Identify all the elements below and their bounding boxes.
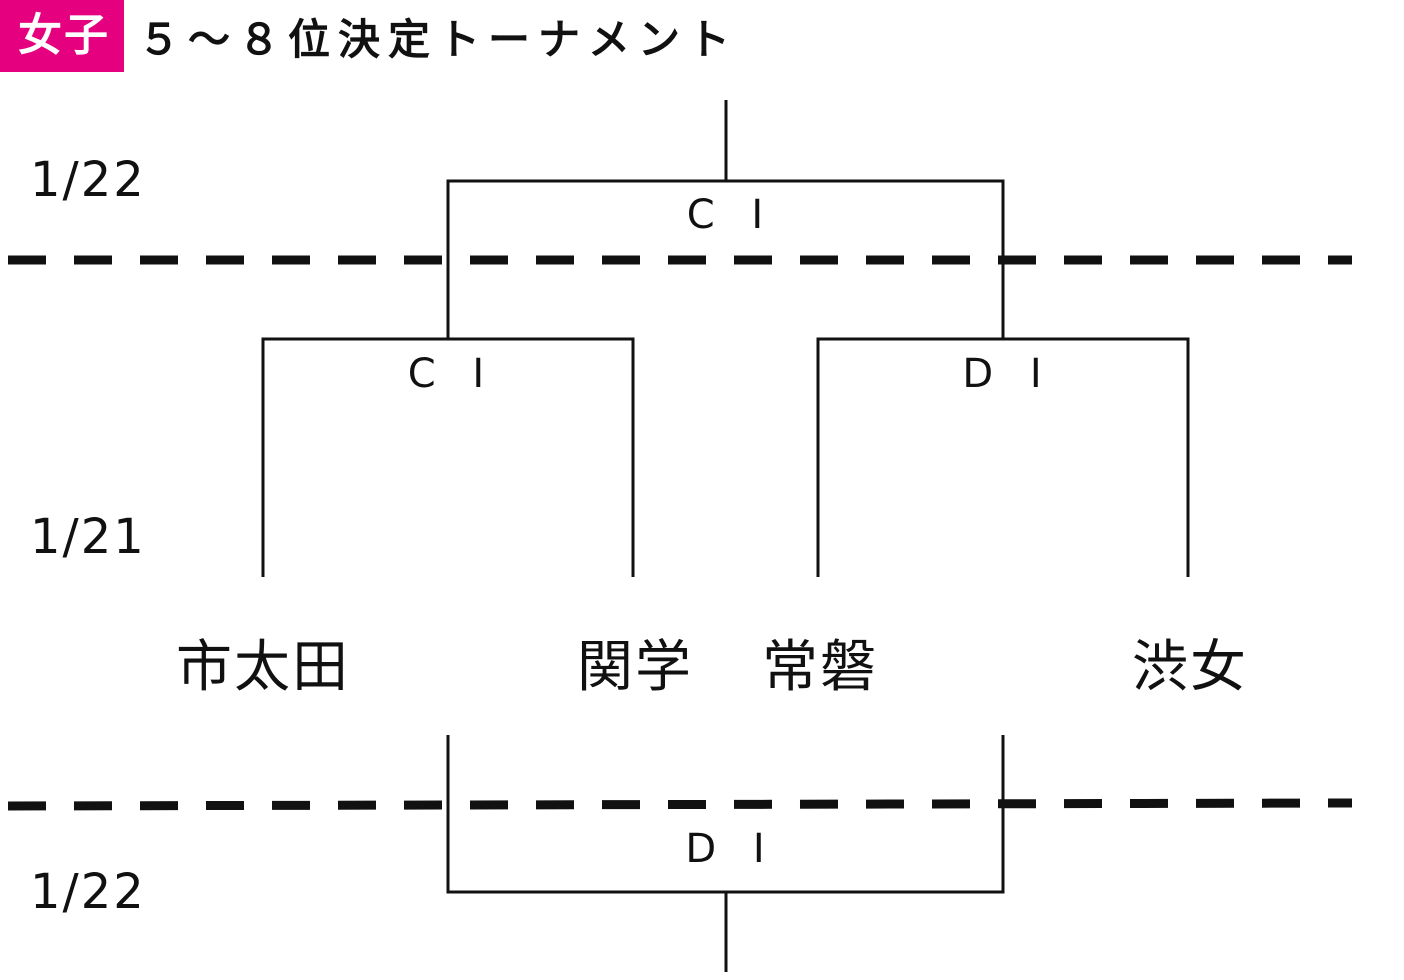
court-semi-left: C I bbox=[407, 351, 497, 397]
date-upper-final: 1/22 bbox=[30, 152, 146, 208]
date-first-round: 1/21 bbox=[30, 509, 146, 565]
semi-left-bracket bbox=[261, 337, 635, 577]
page-title: ５～８位決定トーナメント bbox=[138, 14, 739, 64]
day-separator-lower bbox=[7, 798, 1353, 811]
team-slot-2: 関学 bbox=[577, 635, 693, 700]
team-slot-1: 市太田 bbox=[176, 635, 350, 700]
court-semi-right: D I bbox=[962, 351, 1054, 397]
court-upper-final: C I bbox=[686, 192, 776, 238]
team-slot-3: 常磐 bbox=[762, 635, 878, 700]
court-lower-final: D I bbox=[685, 826, 777, 872]
team-slot-4: 渋女 bbox=[1132, 635, 1248, 700]
semi-right-bracket bbox=[816, 337, 1190, 577]
date-lower-final: 1/22 bbox=[30, 864, 146, 920]
page-header: 女子 ５～８位決定トーナメント bbox=[0, 0, 738, 72]
category-badge: 女子 bbox=[0, 0, 124, 72]
